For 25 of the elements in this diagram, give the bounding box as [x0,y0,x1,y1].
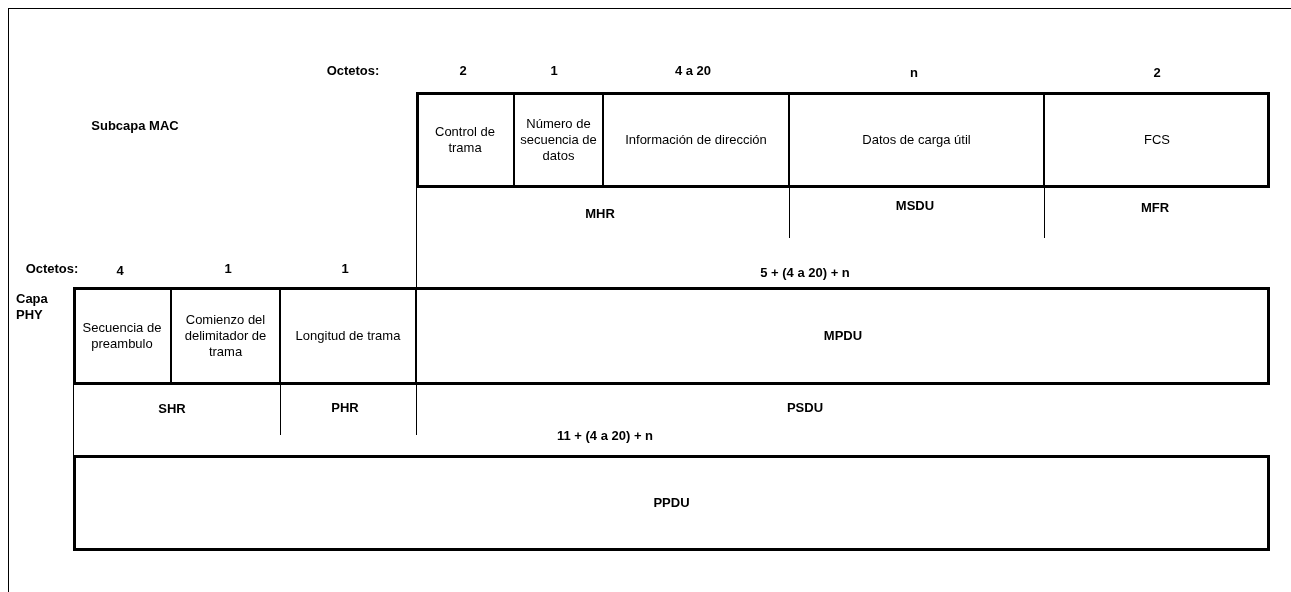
octet-count: 5 + (4 a 20) + n [760,264,850,280]
section-label: PSDU [786,399,824,415]
section-label: PHR [331,399,359,415]
section-label: MSDU [895,197,935,213]
section-label: MHR [585,205,615,221]
octet-count: 4 a 20 [674,62,712,78]
field-cell: Información de dirección [603,92,789,188]
octet-count: 4 [116,262,124,278]
octet-count: 2 [1153,64,1161,80]
octet-count: 1 [341,260,349,276]
octet-count: n [910,64,918,80]
layer-label: Capa PHY [16,291,49,323]
axis-label: Octetos: [25,260,79,276]
field-cell: Comienzo del delimitador de trama [171,287,280,385]
layer-label: Subcapa MAC [91,117,179,133]
octet-count: 1 [224,260,232,276]
octet-count: 1 [550,62,558,78]
section-label: SHR [158,400,186,416]
field-cell: Datos de carga útil [789,92,1044,188]
axis-label: Octetos: [326,62,380,78]
field-cell: Número de secuencia de datos [514,92,603,188]
octet-count: 11 + (4 a 20) + n [556,427,654,443]
field-cell: Longitud de trama [280,287,416,385]
octet-count: 2 [459,62,467,78]
section-label: MFR [1140,199,1170,215]
